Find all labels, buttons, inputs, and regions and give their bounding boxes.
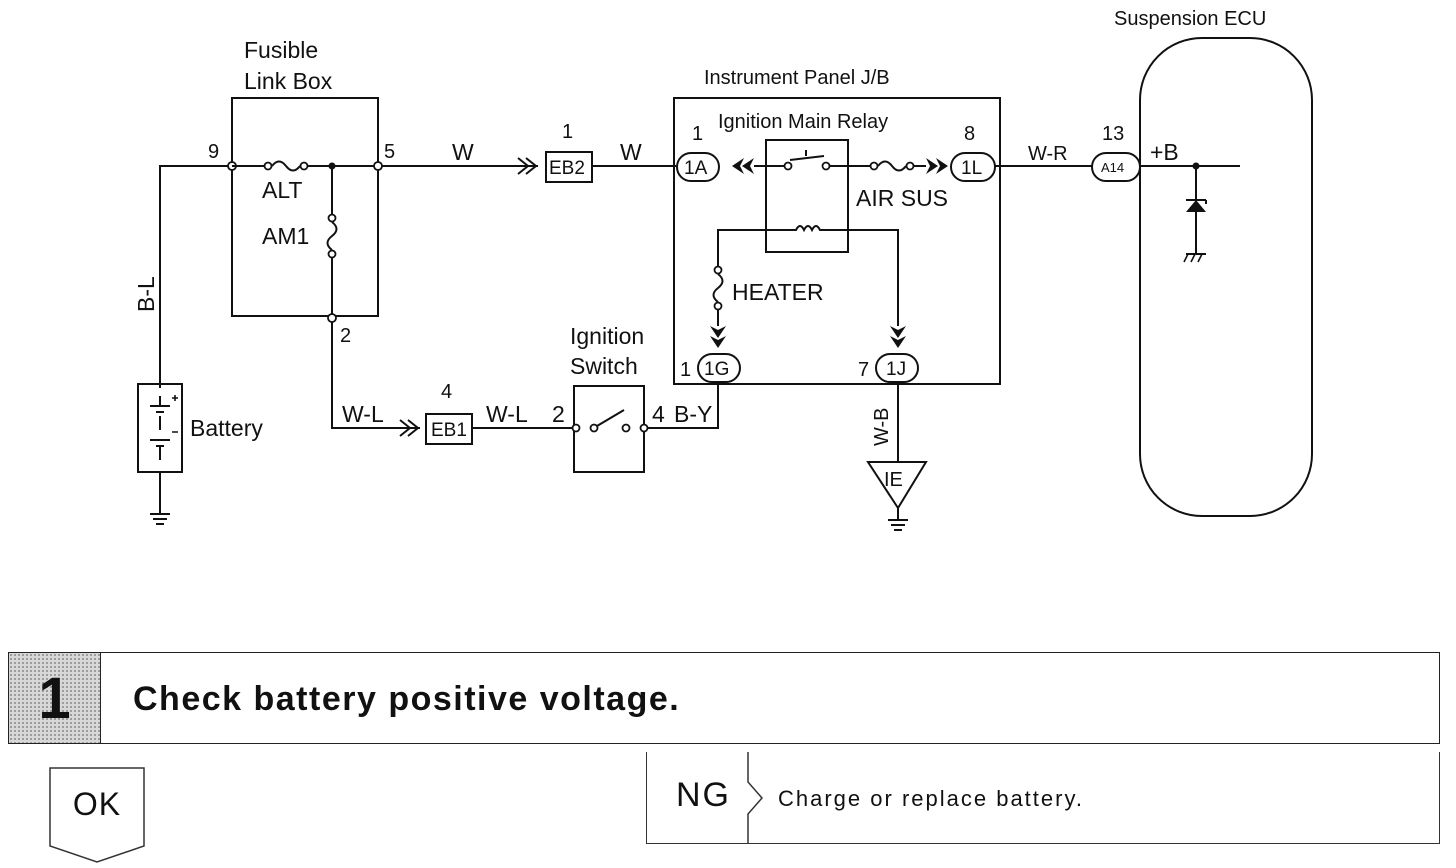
- pin-7: 7: [858, 359, 869, 381]
- double-arrow-1a: [732, 158, 754, 174]
- pin-1-1a: 1: [692, 123, 703, 145]
- ng-action-text: Charge or replace battery.: [778, 786, 1084, 811]
- connector-eb2: EB2 1: [545, 121, 593, 183]
- wire-label-w-1: W: [452, 139, 474, 165]
- wire-label-w-2: W: [620, 139, 642, 165]
- suspension-ecu-label: Suspension ECU: [1114, 8, 1266, 30]
- wire-b-l: B-L: [133, 165, 232, 388]
- connector-1j-label: 1J: [886, 359, 906, 380]
- battery-label: Battery: [190, 415, 263, 441]
- wire-relay-coil-ground: [828, 229, 899, 326]
- wire-label-w-r: W-R: [1028, 143, 1068, 165]
- connector-eb1: EB1 4: [425, 381, 473, 445]
- double-arrow-1g: [710, 326, 726, 348]
- connector-1l: 1L 8: [950, 123, 996, 182]
- step-number: 1: [9, 653, 101, 743]
- heater-fuse-label: HEATER: [732, 279, 824, 305]
- ng-chevron: [747, 752, 763, 844]
- instrument-panel-jb: Instrument Panel J/B: [673, 67, 1001, 385]
- alt-fuse: ALT: [232, 160, 378, 203]
- double-arrow-1j: [890, 326, 906, 348]
- am1-fuse: AM1: [262, 166, 338, 316]
- instrument-panel-jb-label: Instrument Panel J/B: [704, 67, 890, 89]
- ng-label: NG: [676, 776, 731, 814]
- pin-2-switch: 2: [552, 401, 565, 427]
- wire-w-l-1: W-L: [331, 322, 420, 437]
- ground-ie-label: IE: [884, 469, 903, 491]
- ignition-switch: Ignition Switch 2 4: [552, 323, 665, 473]
- ng-result-box: [646, 752, 1440, 844]
- connector-1g: 1G 1: [680, 353, 741, 383]
- pin-9: 9: [208, 141, 219, 163]
- ignition-switch-label-2: Switch: [570, 353, 638, 379]
- connector-a14: A14 13: [1091, 123, 1141, 182]
- terminal-5: [373, 161, 383, 171]
- battery: Battery: [137, 383, 263, 525]
- pin-8: 8: [964, 123, 975, 145]
- wire-b-y: B-Y: [648, 382, 719, 429]
- ecu-plus-b-label: +B: [1150, 139, 1179, 165]
- suspension-ecu: Suspension ECU +B: [1114, 8, 1313, 517]
- air-sus-fuse-label: AIR SUS: [856, 185, 948, 211]
- connector-eb2-label: EB2: [549, 158, 585, 179]
- wire-label-w-b: W-B: [871, 407, 893, 446]
- ok-result-arrow: [49, 767, 145, 863]
- wire-label-w-l-1: W-L: [342, 401, 384, 427]
- fusible-link-box: Fusible Link Box: [231, 37, 379, 317]
- pin-4-switch: 4: [652, 401, 665, 427]
- connector-1j: 1J 7: [858, 353, 919, 383]
- wire-label-b-l: B-L: [133, 276, 159, 312]
- double-arrow-1l: [926, 158, 948, 174]
- wire-label-b-y: B-Y: [674, 401, 712, 427]
- fusible-link-box-label-1: Fusible: [244, 37, 318, 63]
- terminal-2: [327, 313, 337, 323]
- ignition-main-relay-label: Ignition Main Relay: [718, 111, 888, 133]
- ignition-switch-label-1: Ignition: [570, 323, 644, 349]
- wire-label-w-l-2: W-L: [486, 401, 528, 427]
- wire-w-to-eb2: W: [382, 139, 538, 175]
- wire-w-l-2: W-L: [472, 401, 572, 429]
- fusible-link-box-label-2: Link Box: [244, 68, 333, 94]
- connector-1a: 1A 1: [676, 123, 720, 182]
- pin-5: 5: [384, 141, 395, 163]
- alt-fuse-label: ALT: [262, 177, 302, 203]
- ok-label: OK: [72, 786, 122, 822]
- am1-fuse-label: AM1: [262, 223, 309, 249]
- wiring-diagram: Fusible Link Box B-L 9 ALT AM1 2 5 W EB2: [133, 8, 1313, 531]
- pin-4-eb1: 4: [441, 381, 452, 403]
- wire-w-b: W-B: [871, 382, 899, 462]
- ground-ie: IE: [866, 461, 928, 531]
- connector-a14-label: A14: [1101, 160, 1124, 175]
- pin-2-flb: 2: [340, 325, 351, 347]
- pin-13: 13: [1102, 123, 1124, 145]
- pin-1-1g: 1: [680, 359, 691, 381]
- wire-w-r: W-R: [995, 143, 1092, 167]
- connector-1g-label: 1G: [704, 359, 729, 380]
- connector-1l-label: 1L: [961, 158, 982, 179]
- heater-fuse: HEATER: [712, 229, 824, 326]
- step-header: 1 Check battery positive voltage.: [8, 652, 1440, 744]
- ignition-main-relay: [754, 139, 870, 253]
- air-sus-fuse: AIR SUS: [856, 160, 948, 211]
- connector-1a-label: 1A: [684, 158, 708, 179]
- connector-eb1-label: EB1: [431, 420, 467, 441]
- pin-1-eb2: 1: [562, 121, 573, 143]
- step-title: Check battery positive voltage.: [133, 680, 681, 718]
